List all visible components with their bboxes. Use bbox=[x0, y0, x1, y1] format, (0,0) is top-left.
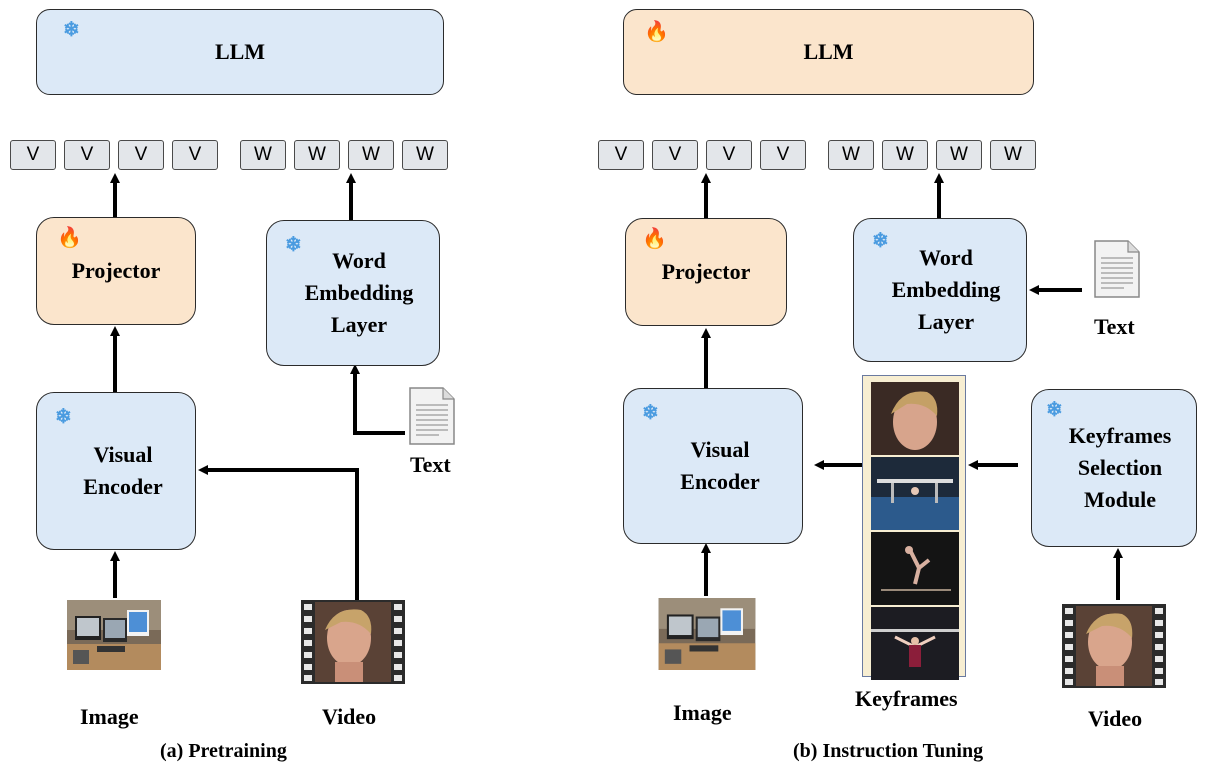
word-token: W bbox=[990, 140, 1036, 170]
keyframe-image bbox=[871, 382, 959, 455]
keyframes-module-line-1: Keyframes bbox=[1068, 423, 1172, 448]
visual-encoder-line-2: Encoder bbox=[83, 474, 163, 499]
visual-token: V bbox=[172, 140, 218, 170]
arrow-video-to-visual-encoder bbox=[198, 465, 359, 600]
video-label: Video bbox=[322, 704, 377, 729]
image-label: Image bbox=[80, 704, 139, 729]
keyframes-module-line-3: Module bbox=[1083, 487, 1157, 512]
word-embedding-line-1: Word bbox=[919, 245, 973, 270]
keyframe-image bbox=[871, 532, 959, 605]
document-icon bbox=[409, 387, 455, 445]
visual-token: V bbox=[760, 140, 806, 170]
image-thumbnail bbox=[67, 600, 161, 670]
visual-encoder-line-1: Visual bbox=[690, 437, 750, 462]
word-embedding-box: ❄ Word Embedding Layer bbox=[853, 218, 1027, 362]
fire-icon: 🔥 bbox=[644, 21, 669, 43]
word-token: W bbox=[936, 140, 982, 170]
snowflake-icon: ❄ bbox=[285, 234, 302, 256]
word-token: W bbox=[294, 140, 340, 170]
word-token: W bbox=[402, 140, 448, 170]
visual-token: V bbox=[706, 140, 752, 170]
llm-label: LLM bbox=[214, 39, 266, 64]
word-token: W bbox=[348, 140, 394, 170]
visual-token: V bbox=[10, 140, 56, 170]
arrow-text-to-word-embedding bbox=[350, 364, 405, 435]
projector-box: 🔥 Projector bbox=[36, 217, 196, 325]
llm-box-pretraining: ❄ LLM bbox=[36, 9, 444, 95]
projector-box: 🔥 Projector bbox=[625, 218, 787, 326]
keyframe-image bbox=[871, 457, 959, 530]
llm-label: LLM bbox=[803, 39, 854, 64]
projector-label: Projector bbox=[661, 259, 751, 284]
word-token: W bbox=[882, 140, 928, 170]
word-embedding-line-3: Layer bbox=[330, 312, 388, 337]
word-token: W bbox=[240, 140, 286, 170]
visual-encoder-line-1: Visual bbox=[93, 442, 153, 467]
snowflake-icon: ❄ bbox=[63, 19, 80, 41]
visual-encoder-box: ❄ Visual Encoder bbox=[36, 392, 196, 550]
word-embedding-line-1: Word bbox=[332, 248, 386, 273]
text-label: Text bbox=[1094, 314, 1135, 339]
visual-encoder-box: ❄ Visual Encoder bbox=[623, 388, 803, 544]
caption-pretraining: (a) Pretraining bbox=[160, 740, 287, 762]
visual-token: V bbox=[652, 140, 698, 170]
visual-token: V bbox=[64, 140, 110, 170]
keyframe-image bbox=[871, 607, 959, 680]
film-strip-icon bbox=[301, 600, 405, 684]
word-embedding-box: ❄ Word Embedding Layer bbox=[266, 220, 440, 366]
snowflake-icon: ❄ bbox=[642, 402, 659, 424]
visual-encoder-line-2: Encoder bbox=[680, 469, 760, 494]
fire-icon: 🔥 bbox=[642, 228, 667, 250]
word-embedding-line-2: Embedding bbox=[304, 280, 414, 305]
word-token: W bbox=[828, 140, 874, 170]
keyframes-label: Keyframes bbox=[855, 686, 958, 711]
film-strip-icon bbox=[1062, 604, 1166, 688]
llm-box-instruction-tuning: 🔥 LLM bbox=[623, 9, 1034, 95]
visual-token: V bbox=[118, 140, 164, 170]
fire-icon: 🔥 bbox=[57, 227, 82, 249]
projector-label: Projector bbox=[71, 258, 161, 283]
caption-instruction-tuning: (b) Instruction Tuning bbox=[793, 740, 984, 762]
text-label: Text bbox=[410, 452, 451, 477]
word-embedding-line-2: Embedding bbox=[891, 277, 1001, 302]
snowflake-icon: ❄ bbox=[1046, 399, 1063, 421]
image-label: Image bbox=[673, 700, 732, 725]
keyframes-module-line-2: Selection bbox=[1077, 455, 1163, 480]
keyframes-strip bbox=[862, 375, 966, 680]
image-thumbnail bbox=[658, 598, 756, 670]
visual-token: V bbox=[598, 140, 644, 170]
word-embedding-line-3: Layer bbox=[917, 309, 975, 334]
video-label: Video bbox=[1088, 706, 1143, 731]
document-icon bbox=[1094, 240, 1140, 298]
snowflake-icon: ❄ bbox=[872, 230, 889, 252]
snowflake-icon: ❄ bbox=[55, 406, 72, 428]
keyframes-selection-module-box: ❄ Keyframes Selection Module bbox=[1031, 389, 1197, 547]
